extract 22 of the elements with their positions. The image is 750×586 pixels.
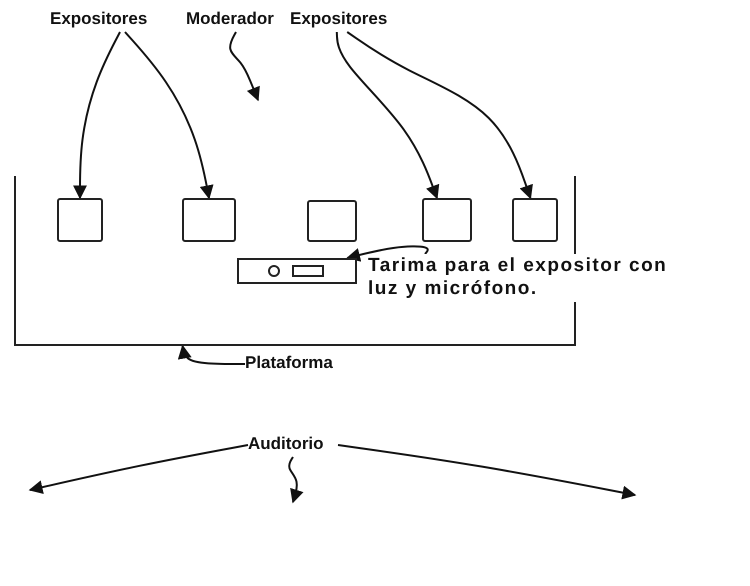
arrow (73, 32, 121, 200)
arrow (28, 444, 248, 494)
seat (512, 198, 558, 242)
seat (57, 198, 103, 242)
arrow (288, 456, 304, 504)
arrow (346, 31, 533, 200)
arrow (178, 344, 245, 365)
arrow (229, 32, 260, 102)
seat (422, 198, 472, 242)
seat (182, 198, 236, 242)
role-label: Expositores (50, 8, 150, 32)
arrow (346, 245, 429, 262)
note-label: Tarima para el expositor con luz y micrófono. (368, 254, 668, 302)
area-label: Auditorio (248, 433, 338, 457)
role-label: Moderador (186, 8, 286, 32)
arrow (336, 32, 440, 200)
podium (237, 258, 357, 284)
arrow (338, 444, 636, 500)
seat (307, 200, 357, 242)
role-label: Expositores (290, 8, 394, 32)
arrow (124, 31, 214, 200)
area-label: Plataforma (245, 352, 345, 376)
